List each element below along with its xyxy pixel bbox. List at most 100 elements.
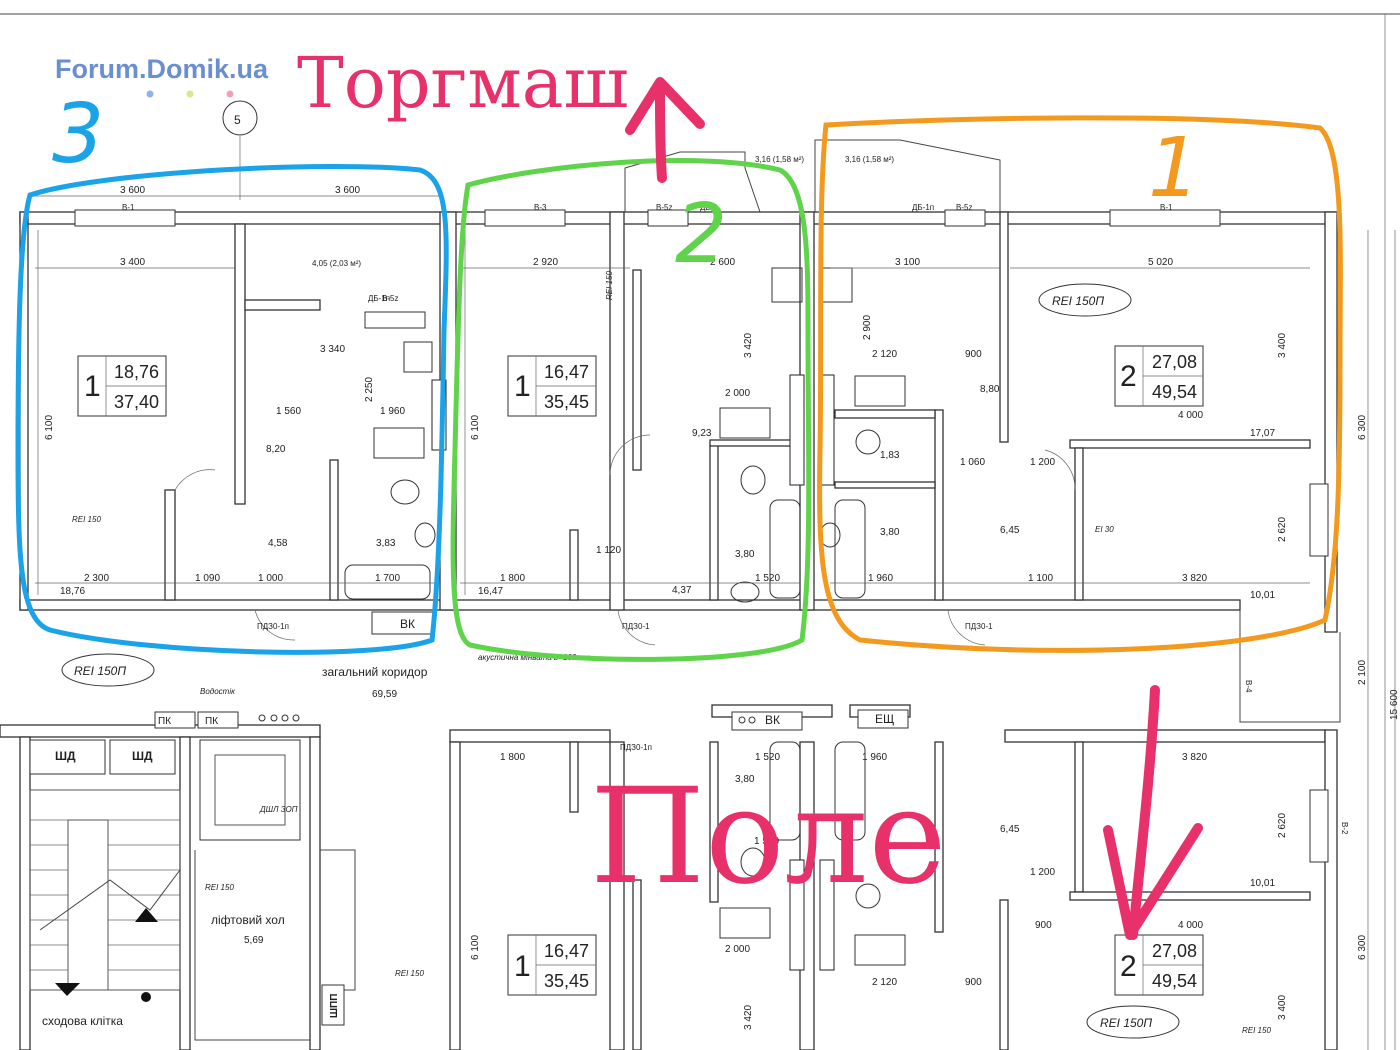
inner-wall-m xyxy=(834,481,936,489)
vk-box-upper: ВК xyxy=(371,611,435,635)
lower-dim-3820: 3 820 xyxy=(1182,752,1207,763)
vk-dot-1 xyxy=(738,716,746,724)
lift-right-wall xyxy=(309,736,321,1050)
inner-wall-d xyxy=(234,223,246,505)
mark-pdz-a: ПДЗ0-1п xyxy=(257,622,289,631)
stair-arrow-down-icon xyxy=(55,983,80,996)
stove-c xyxy=(403,341,433,373)
lower-shaft-b xyxy=(819,859,835,971)
lower-dim-3400: 3 400 xyxy=(1277,995,1288,1020)
basin-a xyxy=(414,522,436,548)
window-b xyxy=(484,209,566,227)
dim-1560: 1 560 xyxy=(276,406,301,417)
dim-2100: 2 100 xyxy=(1357,660,1368,685)
watermark: Forum.Domik.ua xyxy=(55,54,269,98)
lower-window-right xyxy=(1309,789,1329,863)
room-area-6-45: 6,45 xyxy=(1000,525,1020,536)
dim-1090: 1 090 xyxy=(195,573,220,584)
toilet-c xyxy=(855,429,881,455)
stove-b xyxy=(821,267,853,303)
apartment-info-a2: 1 16,47 35,45 xyxy=(507,355,597,417)
dim-1200: 1 200 xyxy=(1030,457,1055,468)
lower-dim-2120: 2 120 xyxy=(872,977,897,988)
dim-1960: 1 960 xyxy=(380,406,405,417)
lower-sink-b xyxy=(854,934,906,966)
room-area-8-80: 8,80 xyxy=(980,384,1000,395)
lower-block: ШД ШД ПК ПК Водостік сходова клітка xyxy=(0,687,1368,1050)
mark-pdz-c: ПДЗ0-1 xyxy=(965,622,993,631)
rei-oval-lower-label: REI 150П xyxy=(1100,1016,1152,1030)
room-area-18-76: 18,76 xyxy=(60,586,85,597)
window-d xyxy=(364,311,426,329)
rei-150-label-a: REI 150 xyxy=(72,515,101,524)
dim-1520: 1 520 xyxy=(755,573,780,584)
watermark-text: Forum.Domik.ua xyxy=(55,54,269,84)
shpp-niche xyxy=(320,849,356,991)
apartment-a1-total: 49,54 xyxy=(1152,382,1197,402)
dim-2120: 2 120 xyxy=(872,349,897,360)
room-area-9-23: 9,23 xyxy=(692,428,712,439)
shd-box-a xyxy=(29,739,106,775)
mark-b5z-c: В-5z xyxy=(382,294,398,303)
sink-a xyxy=(719,407,771,439)
lower-area-3-80: 3,80 xyxy=(735,774,755,785)
toilet-b xyxy=(740,465,766,495)
dim-1100: 1 100 xyxy=(1028,573,1053,584)
vk-label-lower: ВК xyxy=(765,713,780,727)
dim-6100b: 6 100 xyxy=(470,415,481,440)
mark-db1p-b: ДБ-1п xyxy=(368,294,390,303)
dim-1700: 1 700 xyxy=(375,573,400,584)
mark-b2: В-2 xyxy=(1340,822,1349,835)
sink-c xyxy=(854,375,906,407)
inner-wall-i xyxy=(632,269,642,471)
lower-dim-1960: 1 960 xyxy=(862,752,887,763)
lift-hall-area: 5,69 xyxy=(244,935,264,946)
room-area-1-83: 1,83 xyxy=(880,450,900,461)
apartment-a1-rooms: 2 xyxy=(1120,360,1137,393)
balcony-right xyxy=(814,139,1001,212)
toilet-a xyxy=(390,479,420,505)
dim-1120: 1 120 xyxy=(596,545,621,556)
inner-wall-e xyxy=(244,299,321,311)
vodostik-label: Водостік xyxy=(200,687,236,696)
lower-wall-right xyxy=(1324,729,1338,1050)
dim-top-3600a: 3 600 xyxy=(120,185,145,196)
vodostik-dot-3 xyxy=(281,714,289,722)
mark-b3: В-3 xyxy=(534,203,547,212)
arrow-down-icon xyxy=(1103,685,1203,940)
pk-label-a: ПК xyxy=(158,716,171,727)
dim-3420: 3 420 xyxy=(743,333,754,358)
door-swing-d xyxy=(617,609,656,646)
apartment-a2-rooms: 1 xyxy=(514,370,531,403)
lift-shaft xyxy=(199,739,301,841)
dim-1000: 1 000 xyxy=(258,573,283,584)
dim-3340: 3 340 xyxy=(320,344,345,355)
zone-1-label: 1 xyxy=(1148,121,1200,216)
apartment-b2-rooms: 1 xyxy=(514,950,531,983)
rei-150-label-e: REI 150 xyxy=(395,969,424,978)
dim-1800: 1 800 xyxy=(500,573,525,584)
dim-3400v: 3 400 xyxy=(1277,333,1288,358)
dim-15600: 15 600 xyxy=(1389,689,1400,720)
lower-dim-900: 900 xyxy=(1035,920,1052,931)
pk-box-a xyxy=(154,711,196,729)
dim-3820: 3 820 xyxy=(1182,573,1207,584)
balcony-area-c: 3,16 (1,58 м²) xyxy=(845,155,894,164)
door-swing-b xyxy=(174,469,216,491)
vk-label-upper: ВК xyxy=(400,617,415,631)
upper-corridor-wall xyxy=(19,599,1241,611)
torgmash-label: Торгмаш xyxy=(297,42,629,124)
lower-dim-2000: 2 000 xyxy=(725,944,750,955)
door-swing-c xyxy=(254,609,296,641)
room-area-3-80: 3,80 xyxy=(735,549,755,560)
bathtub-b xyxy=(769,499,801,599)
dim-1960b: 1 960 xyxy=(868,573,893,584)
eshch-label: ЕЩ xyxy=(875,712,894,726)
room-area-17-07: 17,07 xyxy=(1250,428,1275,439)
stair-bump xyxy=(1239,610,1341,723)
ei-30-label: EI 30 xyxy=(1095,525,1114,534)
dim-top-3600b: 3 600 xyxy=(335,185,360,196)
lower-inner-wall-g xyxy=(569,741,579,813)
room-area-10-01: 10,01 xyxy=(1250,590,1275,601)
inner-wall-c xyxy=(1074,447,1084,601)
